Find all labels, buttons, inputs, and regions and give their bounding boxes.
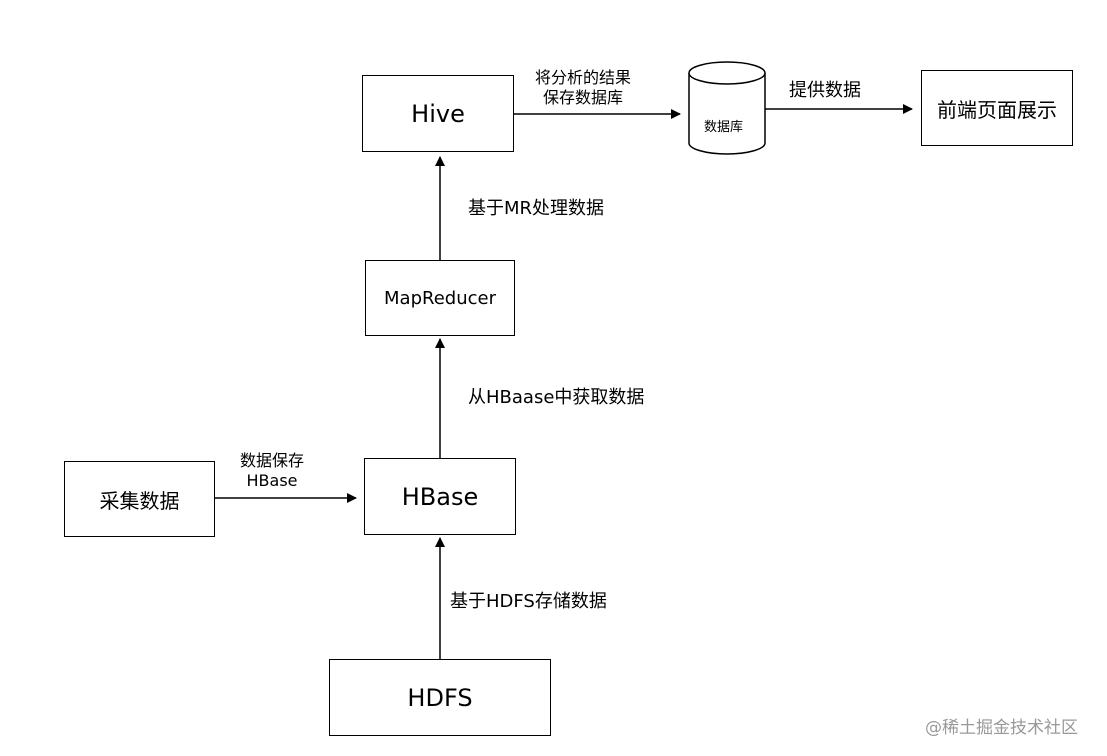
edge-label-collect-to-hbase-line1: 数据保存 bbox=[240, 451, 305, 470]
edge-label-hive-to-database-line2: 保存数据库 bbox=[543, 88, 624, 107]
edge-label-hive-to-database: 将分析的结果 保存数据库 bbox=[535, 68, 631, 108]
edge-label-hive-to-database-line1: 将分析的结果 bbox=[535, 68, 632, 87]
frontend-label: 前端页面展示 bbox=[937, 97, 1057, 122]
edge-label-collect-to-hbase: 数据保存 HBase bbox=[240, 451, 304, 491]
watermark: @稀土掘金技术社区 bbox=[925, 718, 1078, 738]
hdfs-label: HDFS bbox=[407, 683, 473, 712]
database-cylinder-icon bbox=[688, 61, 766, 155]
mapreducer-label: MapReducer bbox=[384, 287, 496, 309]
hbase-label: HBase bbox=[401, 482, 479, 511]
hive-label: Hive bbox=[411, 99, 465, 128]
hbase-node: HBase bbox=[364, 458, 516, 535]
edge-label-database-to-frontend: 提供数据 bbox=[789, 80, 861, 101]
edge-label-mr-to-hive: 基于MR处理数据 bbox=[468, 198, 605, 219]
edge-label-hbase-to-mr: 从HBaase中获取数据 bbox=[468, 387, 645, 408]
edge-label-collect-to-hbase-line2: HBase bbox=[246, 471, 298, 490]
hdfs-node: HDFS bbox=[329, 659, 551, 736]
collect-data-node: 采集数据 bbox=[64, 461, 215, 537]
mapreducer-node: MapReducer bbox=[365, 260, 515, 336]
collect-data-label: 采集数据 bbox=[99, 488, 180, 513]
frontend-node: 前端页面展示 bbox=[921, 70, 1073, 146]
database-label: 数据库 bbox=[704, 120, 744, 135]
edge-label-hdfs-to-hbase: 基于HDFS存储数据 bbox=[450, 591, 607, 612]
hive-node: Hive bbox=[362, 75, 514, 152]
